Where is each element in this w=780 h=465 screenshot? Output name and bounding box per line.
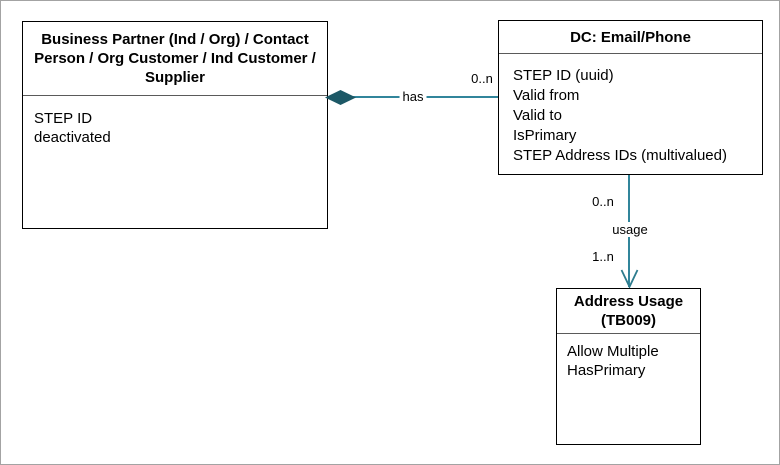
relationship-label-usage: usage xyxy=(609,222,651,237)
aggregation-diamond-icon xyxy=(325,89,356,105)
attribute-deactivated: deactivated xyxy=(34,129,111,146)
relationship-label-has: has xyxy=(399,89,427,104)
multiplicity-label-has-target: 0..n xyxy=(471,71,493,86)
attribute-hasprimary: HasPrimary xyxy=(567,362,646,379)
entity-title-business-partner: Business Partner (Ind / Org) / Contact P… xyxy=(23,22,327,96)
attribute-step-id-uuid: STEP ID (uuid) xyxy=(513,67,614,84)
entity-attributes-business-partner: STEP ID deactivated xyxy=(23,96,327,160)
entity-box-dc-email-phone: DC: Email/Phone STEP ID (uuid) Valid fro… xyxy=(498,20,763,175)
entity-attributes-dc-email-phone: STEP ID (uuid) Valid from Valid to IsPri… xyxy=(499,54,762,178)
attribute-isprimary: IsPrimary xyxy=(513,127,577,144)
attribute-allow-multiple: Allow Multiple xyxy=(567,343,659,360)
multiplicity-label-usage-source: 0..n xyxy=(592,194,614,209)
entity-box-business-partner: Business Partner (Ind / Org) / Contact P… xyxy=(22,21,328,229)
attribute-step-id: STEP ID xyxy=(34,110,93,127)
attribute-valid-to: Valid to xyxy=(513,107,562,124)
multiplicity-label-usage-target: 1..n xyxy=(592,249,614,264)
entity-title-address-usage: Address Usage (TB009) xyxy=(557,289,700,334)
attribute-step-address-ids: STEP Address IDs (multivalued) xyxy=(513,147,727,164)
attribute-valid-from: Valid from xyxy=(513,87,580,104)
entity-attributes-address-usage: Allow Multiple HasPrimary xyxy=(557,334,700,388)
entity-box-address-usage: Address Usage (TB009) Allow Multiple Has… xyxy=(556,288,701,445)
entity-title-dc-email-phone: DC: Email/Phone xyxy=(499,21,762,54)
arrowhead-down-icon xyxy=(620,269,639,288)
